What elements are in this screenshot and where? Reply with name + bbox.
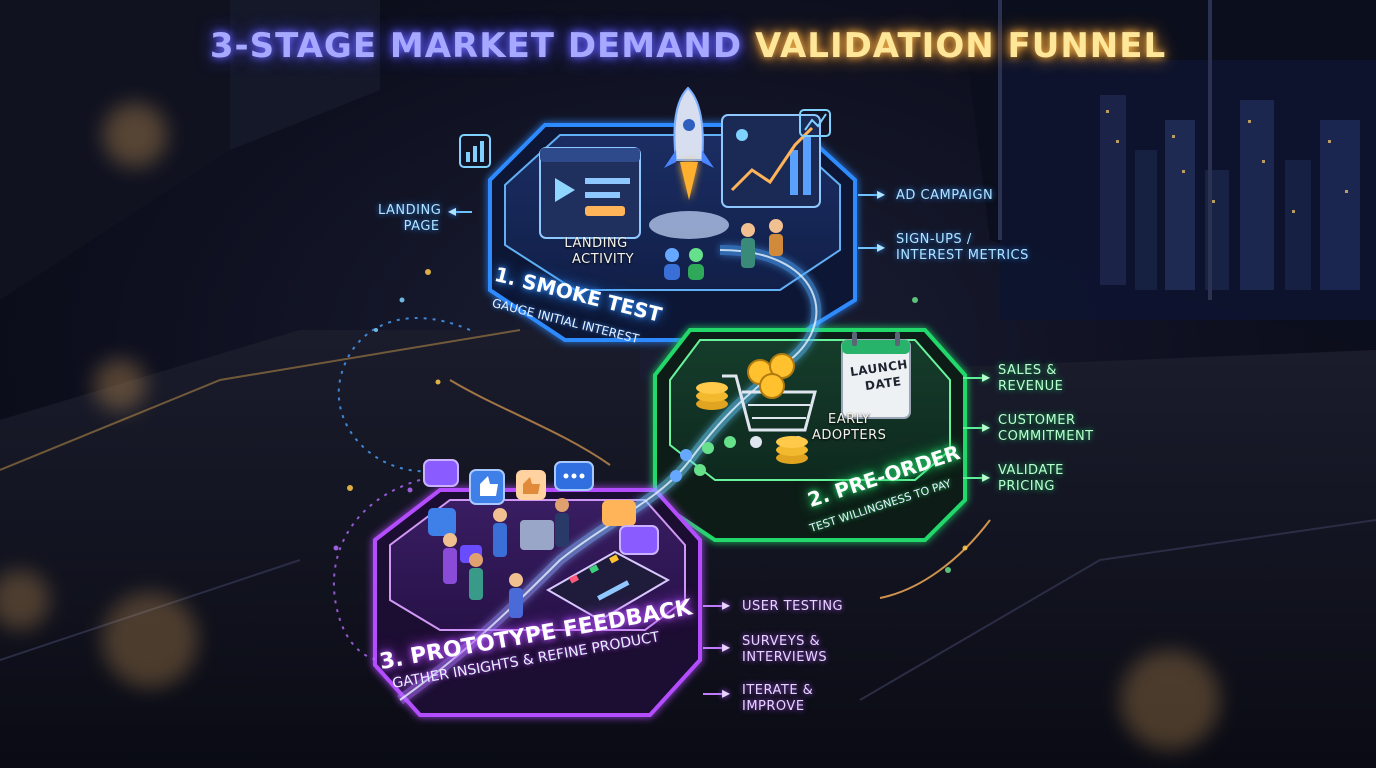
title-part-1: 3-STAGE MARKET DEMAND — [209, 26, 743, 66]
user-testing-label: USER TESTING — [742, 599, 844, 614]
arrow-right-icon: ▸ — [982, 369, 991, 386]
people-icon — [443, 498, 569, 618]
chat-bubble-icon — [423, 459, 659, 563]
arrow-right-icon: ▸ — [722, 597, 731, 614]
shopping-cart-icon — [722, 353, 817, 448]
bar-chart-icon — [459, 109, 831, 168]
calendar-icon — [841, 332, 911, 419]
landing-page-label: LANDING PAGE — [378, 203, 442, 234]
sparkle-dots — [333, 269, 968, 573]
arrow-right-icon: ▸ — [877, 239, 886, 256]
early-adopters-label: EARLY ADOPTERS — [812, 412, 887, 443]
tablet-icon — [545, 550, 671, 622]
validate-pricing-label: VALIDATE PRICING — [998, 463, 1064, 494]
coin-stack-icon — [696, 382, 808, 464]
ad-campaign-label: AD CAMPAIGN — [896, 188, 994, 203]
page-title: 3-STAGE MARKET DEMAND VALIDATION FUNNEL — [0, 26, 1376, 66]
browser-window-icon — [539, 147, 641, 239]
thumbs-up-icon — [428, 469, 546, 536]
arrow-left-icon: ◂ — [448, 203, 457, 220]
arrow-right-icon: ▸ — [722, 639, 731, 656]
line-chart-icon — [721, 114, 821, 208]
title-part-2: VALIDATION FUNNEL — [754, 26, 1167, 66]
customer-commitment-label: CUSTOMER COMMITMENT — [998, 413, 1094, 444]
label-connectors — [450, 194, 985, 695]
rocket-icon — [649, 86, 729, 239]
iterate-improve-label: ITERATE & IMPROVE — [742, 683, 814, 714]
signups-metrics-label: SIGN-UPS / INTEREST METRICS — [896, 232, 1029, 263]
sales-revenue-label: SALES & REVENUE — [998, 363, 1064, 394]
arrow-right-icon: ▸ — [982, 419, 991, 436]
landing-activity-label: LANDING ACTIVITY — [564, 236, 635, 267]
people-icon — [664, 219, 783, 280]
arrow-right-icon: ▸ — [722, 685, 731, 702]
people-icon — [670, 436, 736, 482]
arrow-right-icon: ▸ — [877, 186, 886, 203]
arrow-right-icon: ▸ — [982, 469, 991, 486]
surveys-interviews-label: SURVEYS & INTERVIEWS — [742, 634, 828, 665]
